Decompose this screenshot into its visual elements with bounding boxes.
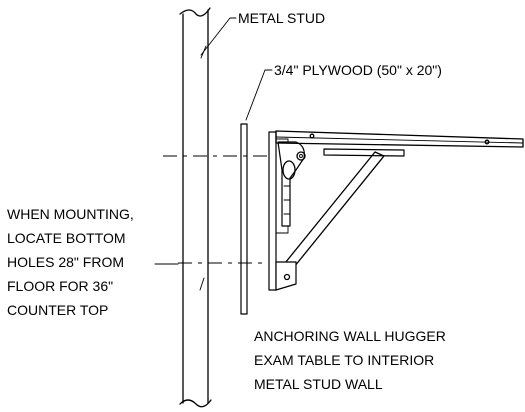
mounting-note-line: COUNTER TOP [7, 302, 108, 318]
mounting-note-line: FLOOR FOR 36" [7, 278, 113, 294]
caption-line: METAL STUD WALL [254, 376, 383, 392]
plywood-label: 3/4" PLYWOOD (50" x 20") [274, 62, 442, 78]
wall-hugger-bracket [268, 130, 524, 291]
caption: ANCHORING WALL HUGGER EXAM TABLE TO INTE… [254, 328, 446, 392]
metal-stud-leader [200, 17, 237, 56]
mounting-note-line: LOCATE BOTTOM [7, 230, 126, 246]
plywood-panel [240, 123, 248, 315]
plywood-leader [245, 69, 273, 121]
mounting-note: WHEN MOUNTING, LOCATE BOTTOM HOLES 28" F… [7, 206, 134, 318]
metal-stud [179, 7, 212, 408]
caption-line: ANCHORING WALL HUGGER [254, 328, 446, 344]
mounting-note-line: HOLES 28" FROM [7, 254, 124, 270]
caption-line: EXAM TABLE TO INTERIOR [254, 352, 434, 368]
metal-stud-label: METAL STUD [238, 10, 325, 26]
mounting-note-line: WHEN MOUNTING, [7, 206, 134, 222]
